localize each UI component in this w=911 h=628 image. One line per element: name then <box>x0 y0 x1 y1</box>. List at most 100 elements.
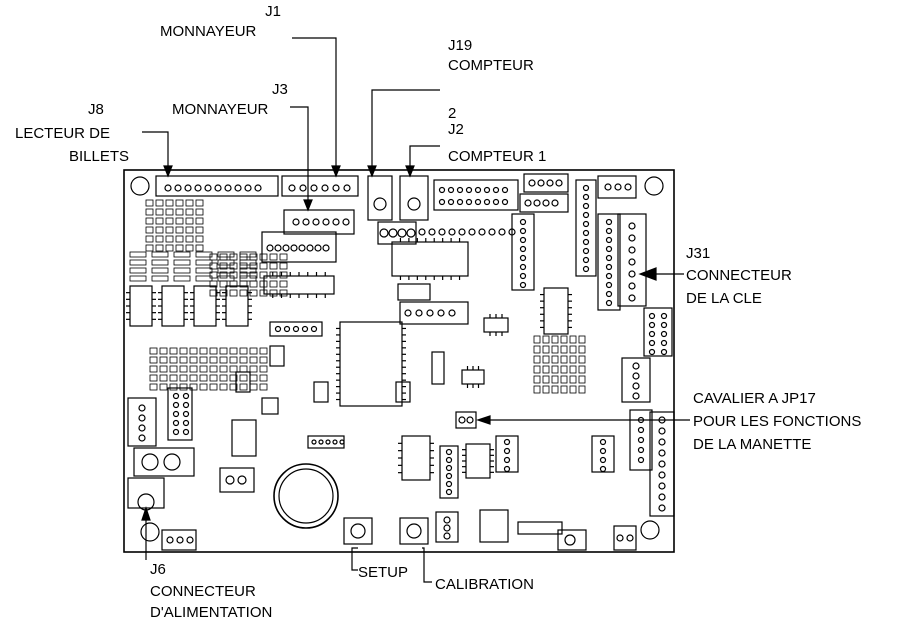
connector-j3-pin <box>322 218 330 226</box>
smd-part <box>179 383 188 391</box>
connector-pin <box>138 404 146 412</box>
header-pin <box>519 263 527 271</box>
smd-part <box>578 375 586 384</box>
smd-part <box>169 347 178 355</box>
connector-j6 <box>127 477 165 509</box>
connector-pin <box>318 439 324 445</box>
smd-part <box>219 347 228 355</box>
smd-part <box>185 226 194 234</box>
smd-part <box>145 244 154 252</box>
smd-ic <box>239 275 257 282</box>
smd-part <box>195 208 204 216</box>
header-pin <box>599 465 607 473</box>
ic-left <box>129 285 153 327</box>
component <box>313 381 329 403</box>
connector-pin <box>626 534 634 542</box>
smd-part <box>249 347 258 355</box>
connector-pin <box>537 179 545 187</box>
jumper-pin <box>466 416 474 424</box>
connector-pin <box>637 426 645 434</box>
smd-part <box>533 365 541 374</box>
connector-j15 <box>133 447 195 477</box>
header-pin <box>582 229 590 237</box>
smd-part <box>551 385 559 394</box>
setup-button <box>350 523 366 539</box>
smd-part <box>169 365 178 373</box>
smd-part <box>159 383 168 391</box>
smd-part <box>279 262 288 270</box>
smd-ic <box>239 267 257 274</box>
ic-left <box>193 285 217 327</box>
smd-part <box>229 365 238 373</box>
smd-part <box>259 253 268 261</box>
connector-pin <box>528 179 536 187</box>
header-pin <box>582 220 590 228</box>
connector-pin <box>186 536 194 544</box>
smd-part <box>269 289 278 297</box>
connector-j8-pin <box>184 184 192 192</box>
via-row <box>458 228 466 236</box>
connector-pin <box>658 482 666 490</box>
smd-part <box>533 335 541 344</box>
smd-part <box>155 226 164 234</box>
connector-j8-pin <box>164 184 172 192</box>
ic-pin <box>492 198 500 206</box>
smd-part <box>542 355 550 364</box>
ic-bottom <box>465 443 491 479</box>
smd-ic <box>239 251 257 258</box>
label-j6-id: J6 <box>150 561 166 578</box>
connector-pin <box>325 439 331 445</box>
smd-part <box>145 199 154 207</box>
connector-j14 <box>597 175 637 199</box>
smd-part <box>179 374 188 382</box>
label-jp17-line2: POUR LES FONCTIONS <box>693 413 862 430</box>
arrow-j1 <box>331 165 341 178</box>
connector-pin <box>604 183 612 191</box>
header-pin <box>172 428 180 436</box>
connector-pin <box>426 309 434 317</box>
connector-pin <box>138 424 146 432</box>
header-pin <box>182 419 190 427</box>
header-pin <box>648 330 656 338</box>
connector-pin <box>555 179 563 187</box>
smd-part <box>179 365 188 373</box>
component <box>397 283 431 301</box>
smd-part <box>569 375 577 384</box>
smd-part <box>159 356 168 364</box>
component-large <box>479 509 509 543</box>
header-pin <box>182 401 190 409</box>
connector-j3-pin <box>332 218 340 226</box>
ic-pin <box>501 186 509 194</box>
connector-j15-pin <box>141 453 159 471</box>
label-j6-line1: CONNECTEUR <box>150 583 256 600</box>
smd-part <box>195 226 204 234</box>
header-pin <box>605 290 613 298</box>
header-pin <box>605 227 613 235</box>
smd-part <box>533 385 541 394</box>
smd-part <box>199 347 208 355</box>
smd-row <box>517 521 563 535</box>
connector-pin <box>658 449 666 457</box>
header-pin <box>445 480 453 488</box>
smd-part <box>560 335 568 344</box>
label-j31-line1: CONNECTEUR <box>686 267 792 284</box>
smd-part <box>560 355 568 364</box>
header-pin <box>445 488 453 496</box>
smd-part <box>149 383 158 391</box>
via-row <box>428 228 436 236</box>
smd-part <box>259 365 268 373</box>
smd-ic <box>151 275 169 282</box>
smd-ic <box>129 259 147 266</box>
ic-left <box>161 285 185 327</box>
smd-part <box>209 347 218 355</box>
header-pin <box>519 227 527 235</box>
header-pin <box>503 456 511 464</box>
smd-part <box>239 262 248 270</box>
connector-j8-pin <box>214 184 222 192</box>
header-pin <box>582 247 590 255</box>
smd-part <box>209 280 218 288</box>
smd-part <box>259 271 268 279</box>
smd-ic <box>151 251 169 258</box>
connector-j3-pin <box>342 218 350 226</box>
arrow-j19 <box>367 165 377 178</box>
